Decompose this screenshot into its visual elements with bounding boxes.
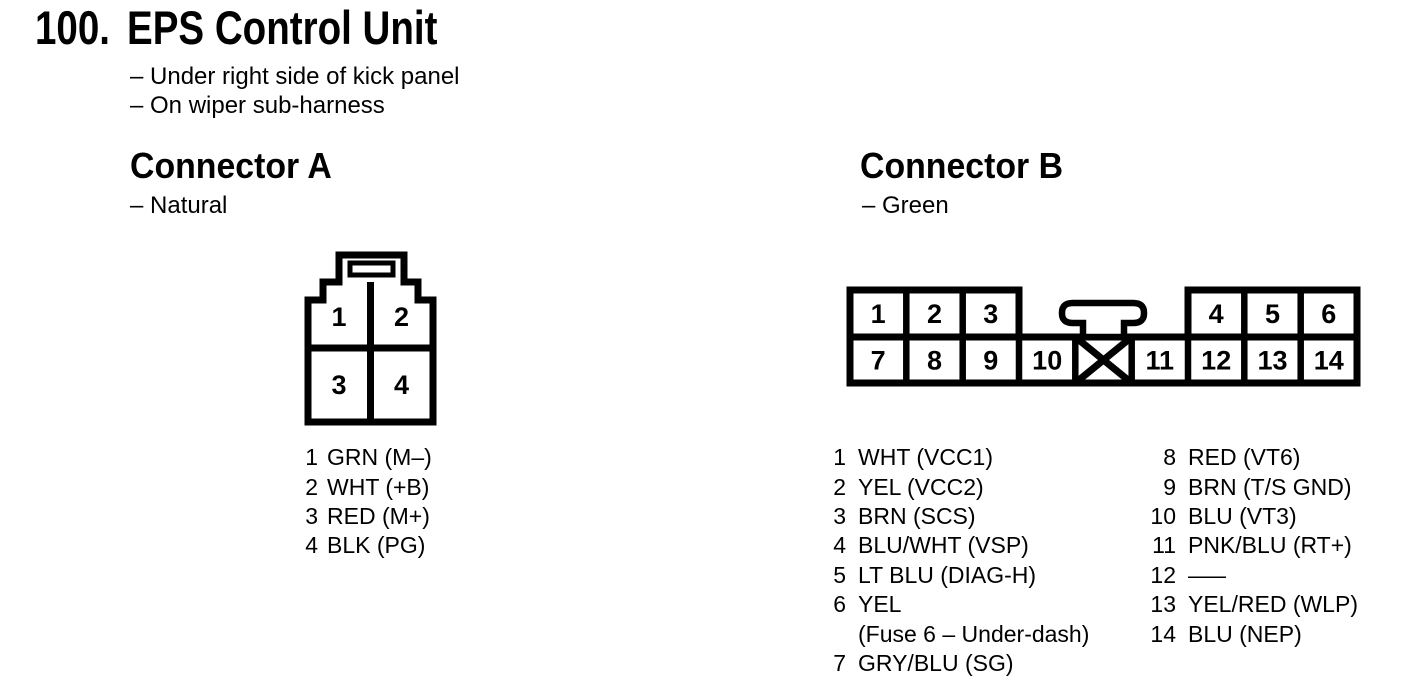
pin-number: 3 [833, 502, 846, 529]
pin-number: 8 [1163, 444, 1176, 471]
pin-number: 7 [833, 649, 846, 676]
connector-b-cavity-13: 13 [1257, 346, 1287, 376]
connector-a-latch-slot [347, 260, 396, 278]
connector-b-cavity-3: 3 [983, 299, 998, 329]
pin-number: 10 [1150, 502, 1176, 529]
pin-number: 6 [833, 591, 846, 618]
pin-row-no-wire: 12 —— [1150, 561, 1358, 590]
connector-b-cavity-11: 11 [1146, 346, 1175, 376]
pin-row: 7 GRY/BLU (SG) [831, 649, 1089, 678]
pin-number: 2 [833, 473, 846, 500]
pin-label: PNK/BLU (RT+) [1188, 532, 1352, 559]
pin-row: 13 YEL/RED (WLP) [1150, 590, 1358, 619]
pin-number: 11 [1152, 532, 1176, 559]
pin-number: 13 [1150, 591, 1176, 618]
pin-number: 1 [305, 444, 318, 471]
connector-b-cavity-6: 6 [1321, 299, 1336, 329]
connector-b-color-note: – Green [862, 192, 949, 219]
pin-row: 4 BLU/WHT (VSP) [831, 531, 1089, 560]
pin-row: 3 RED (M+) [303, 502, 432, 531]
pin-number: 12 [1150, 561, 1176, 588]
pin-row: 14 BLU (NEP) [1150, 619, 1358, 648]
pin-row: 10 BLU (VT3) [1150, 502, 1358, 531]
connector-a-heading: Connector A [130, 145, 332, 186]
pin-row: 11 PNK/BLU (RT+) [1150, 531, 1358, 560]
pin-number: 4 [833, 532, 846, 559]
connector-b-cavity-10: 10 [1032, 346, 1062, 376]
location-note: – Under right side of kick panel [130, 63, 460, 90]
pin-row: 5 LT BLU (DIAG-H) [831, 561, 1089, 590]
page-index-number: 100. [35, 1, 111, 54]
pin-label: BLU (NEP) [1188, 620, 1302, 647]
connector-a-cavity-3: 3 [331, 370, 346, 400]
connector-b-cavity-8: 8 [927, 346, 942, 376]
connector-a-cavity-4: 4 [394, 370, 409, 400]
pin-row-continuation: (Fuse 6 – Under-dash) [831, 619, 1089, 648]
connector-b-cell-dividers [903, 290, 1304, 383]
pin-label: (Fuse 6 – Under-dash) [858, 620, 1090, 647]
connector-b-heading: Connector B [860, 145, 1064, 186]
pin-label: YEL/RED (WLP) [1188, 591, 1358, 618]
pin-label: BLU (VT3) [1188, 502, 1297, 529]
connector-b-pin-list-left: 1 WHT (VCC1) 2 YEL (VCC2) 3 BRN (SCS) 4 … [831, 443, 1089, 678]
pin-label: BLK (PG) [327, 532, 426, 559]
pin-number: 9 [1163, 473, 1176, 500]
connector-b-cavity-9: 9 [983, 346, 998, 376]
connector-b-cavity-4: 4 [1209, 299, 1224, 329]
connector-b-cavity-14: 14 [1314, 346, 1344, 376]
pin-row: 4 BLK (PG) [303, 531, 432, 560]
connector-b-cavity-12: 12 [1201, 346, 1231, 376]
blocked-cavity-x-icon [1073, 334, 1134, 386]
connector-a-color-note: – Natural [130, 192, 228, 219]
connector-a-diagram: 1 2 3 4 [304, 251, 437, 426]
pin-row: 1 GRN (M–) [303, 443, 432, 472]
connector-b-diagram: 1 2 3 4 5 6 7 8 9 10 11 12 13 14 [846, 286, 1361, 387]
connector-b-cavity-5: 5 [1265, 299, 1280, 329]
pin-row: 9 BRN (T/S GND) [1150, 472, 1358, 501]
connector-b-top-left-block [846, 286, 1023, 341]
connector-b-pin-list-right: 8 RED (VT6) 9 BRN (T/S GND) 10 BLU (VT3)… [1150, 443, 1358, 649]
pin-label: GRY/BLU (SG) [858, 649, 1014, 676]
pin-row: 1 WHT (VCC1) [831, 443, 1089, 472]
pin-label-no-wire-dash: —— [1188, 561, 1226, 588]
connector-b-cavity-1: 1 [871, 299, 886, 329]
pin-label: WHT (VCC1) [858, 444, 994, 471]
connector-b-latch-tab [1058, 299, 1148, 341]
pin-row: 6 YEL [831, 590, 1089, 619]
location-note: – On wiper sub-harness [130, 92, 385, 119]
pin-number: 4 [305, 532, 318, 559]
pin-number: 2 [305, 473, 318, 500]
pin-label: YEL (VCC2) [858, 473, 984, 500]
connector-a-pin-list: 1 GRN (M–) 2 WHT (+B) 3 RED (M+) 4 BLK (… [303, 443, 432, 561]
pin-label: BRN (SCS) [858, 502, 976, 529]
pin-label: BLU/WHT (VSP) [858, 532, 1029, 559]
connector-b-cavity-2: 2 [927, 299, 942, 329]
pin-label: WHT (+B) [327, 473, 430, 500]
pin-row: 8 RED (VT6) [1150, 443, 1358, 472]
pin-number: 3 [305, 502, 318, 529]
pin-row: 2 WHT (+B) [303, 472, 432, 501]
pin-number: 1 [833, 444, 846, 471]
pin-row: 2 YEL (VCC2) [831, 472, 1089, 501]
pin-label: YEL [858, 591, 902, 618]
pin-label: LT BLU (DIAG-H) [858, 561, 1037, 588]
pin-number: 14 [1150, 620, 1176, 647]
pin-label: RED (VT6) [1188, 444, 1301, 471]
connector-a-cavity-1: 1 [331, 302, 346, 332]
pin-label: GRN (M–) [327, 444, 432, 471]
page-title: EPS Control Unit [127, 1, 438, 54]
pin-label: RED (M+) [327, 502, 430, 529]
connector-b-cavity-7: 7 [871, 346, 886, 376]
connector-b-top-right-block [1184, 286, 1361, 341]
pin-number: 5 [833, 561, 846, 588]
pin-row: 3 BRN (SCS) [831, 502, 1089, 531]
connector-a-cavity-2: 2 [394, 302, 409, 332]
pin-label: BRN (T/S GND) [1188, 473, 1352, 500]
